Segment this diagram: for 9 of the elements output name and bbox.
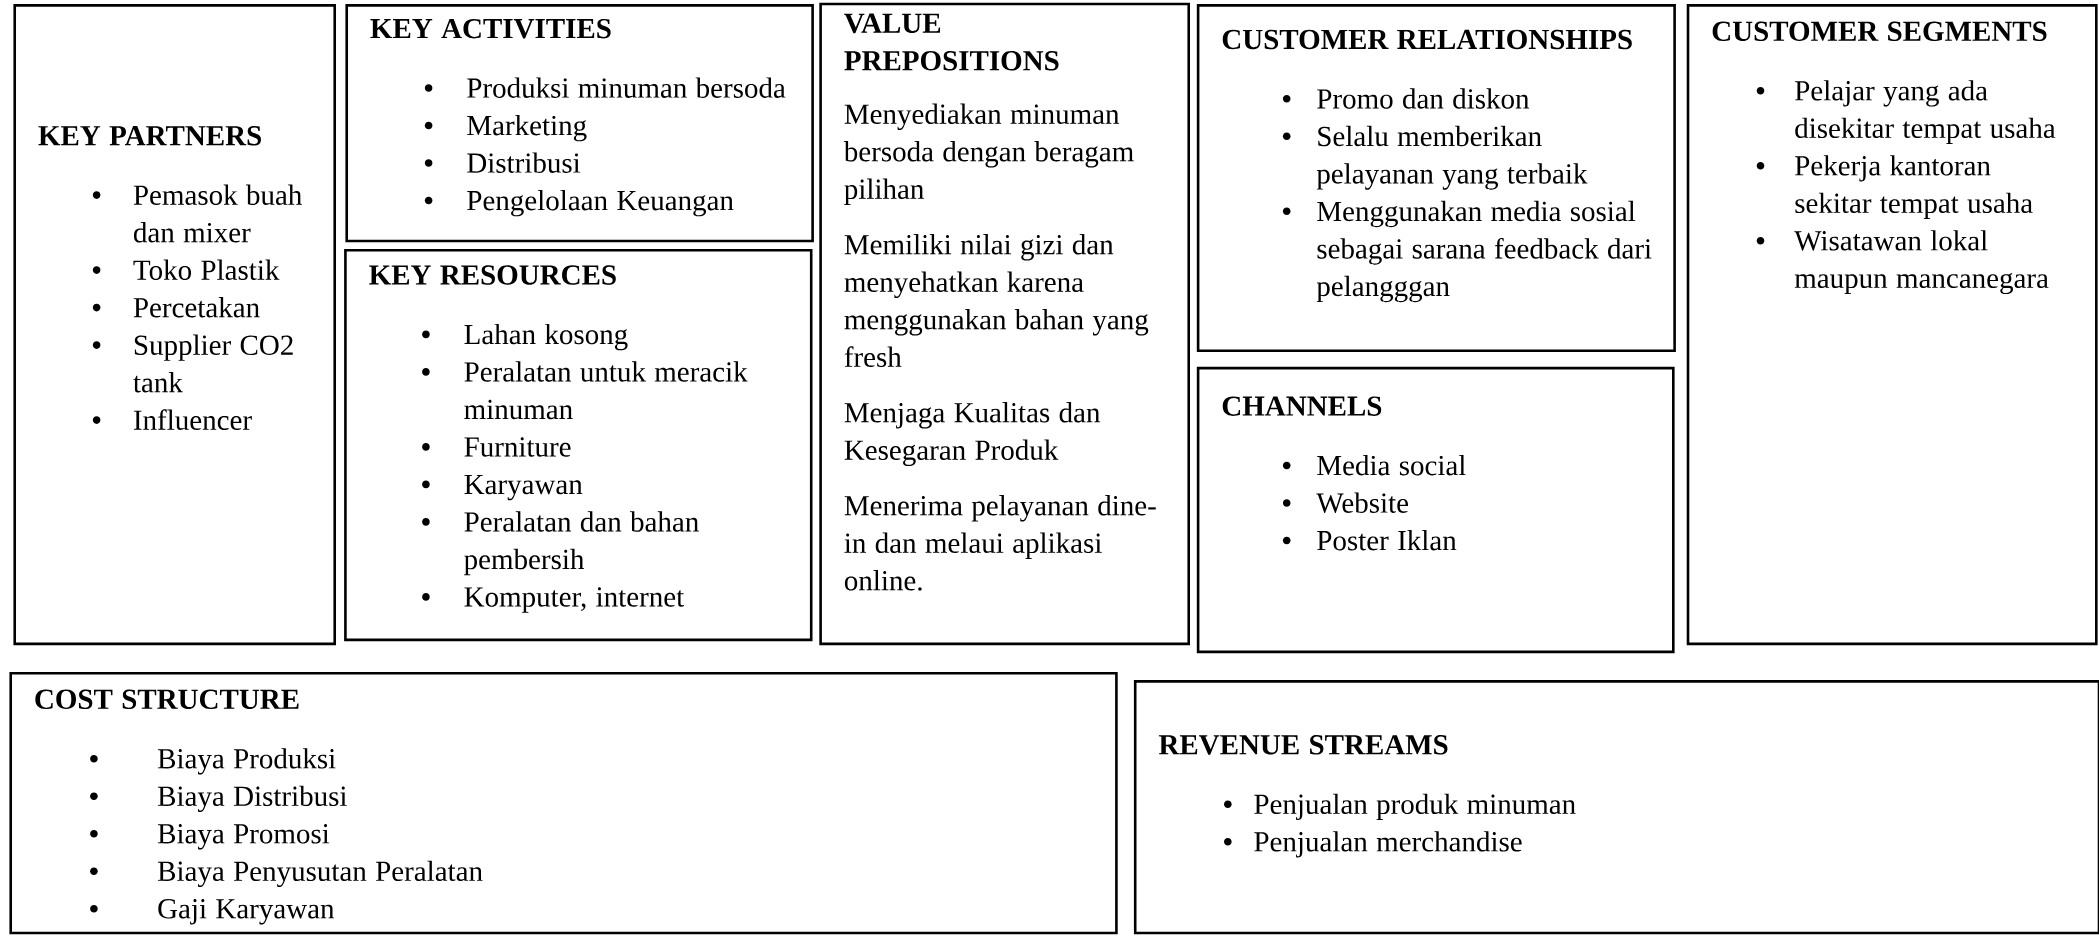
canvas-box: KEY RESOURCES Lahan kosong Peralatan untuk meracik minuman Furniture Karyawan Peralatan dan bahan pembersih Komputer, internet — [344, 249, 813, 642]
canvas-box: COST STRUCTURE Biaya Produksi Biaya Distribusi Biaya Promosi Biaya Penyusutan Peralatan Gaji Karyawan — [9, 672, 1118, 935]
canvas-box: CUSTOMER RELATIONSHIPS Promo dan diskon Selalu memberikan pelayanan yang terbaik Menggunakan media sosial sebagai sarana feedback dari pelangggan — [1196, 4, 1676, 352]
canvas-box: KEY ACTIVITIES Produksi minuman bersoda Marketing Distribusi Pengelolaan Keuangan — [345, 4, 814, 243]
canvas-box: CUSTOMER SEGMENTS Pelajar yang ada disekitar tempat usaha Pekerja kantoran sekitar tempat usaha Wisatawan lokal maupun mancanegara — [1686, 4, 2098, 646]
canvas-box: REVENUE STREAMS Penjualan produk minuman Penjualan merchandise — [1133, 680, 2099, 935]
canvas-box: KEY PARTNERS Pemasok buah dan mixer Toko Plastik Percetakan Supplier CO2 tank Influencer — [13, 4, 336, 646]
canvas-box: CHANNELS Media social Website Poster Iklan — [1196, 366, 1675, 654]
canvas-box: VALUE PREPOSITIONS Menyediakan minuman bersoda dengan beragam pilihan Memiliki nilai gizi dan menyehatkan karena menggunakan bahan yang fresh Menjaga Kualitas dan Kesegaran Produk Menerima pelayanan dine-in dan melaui aplikasi online. — [819, 2, 1190, 646]
